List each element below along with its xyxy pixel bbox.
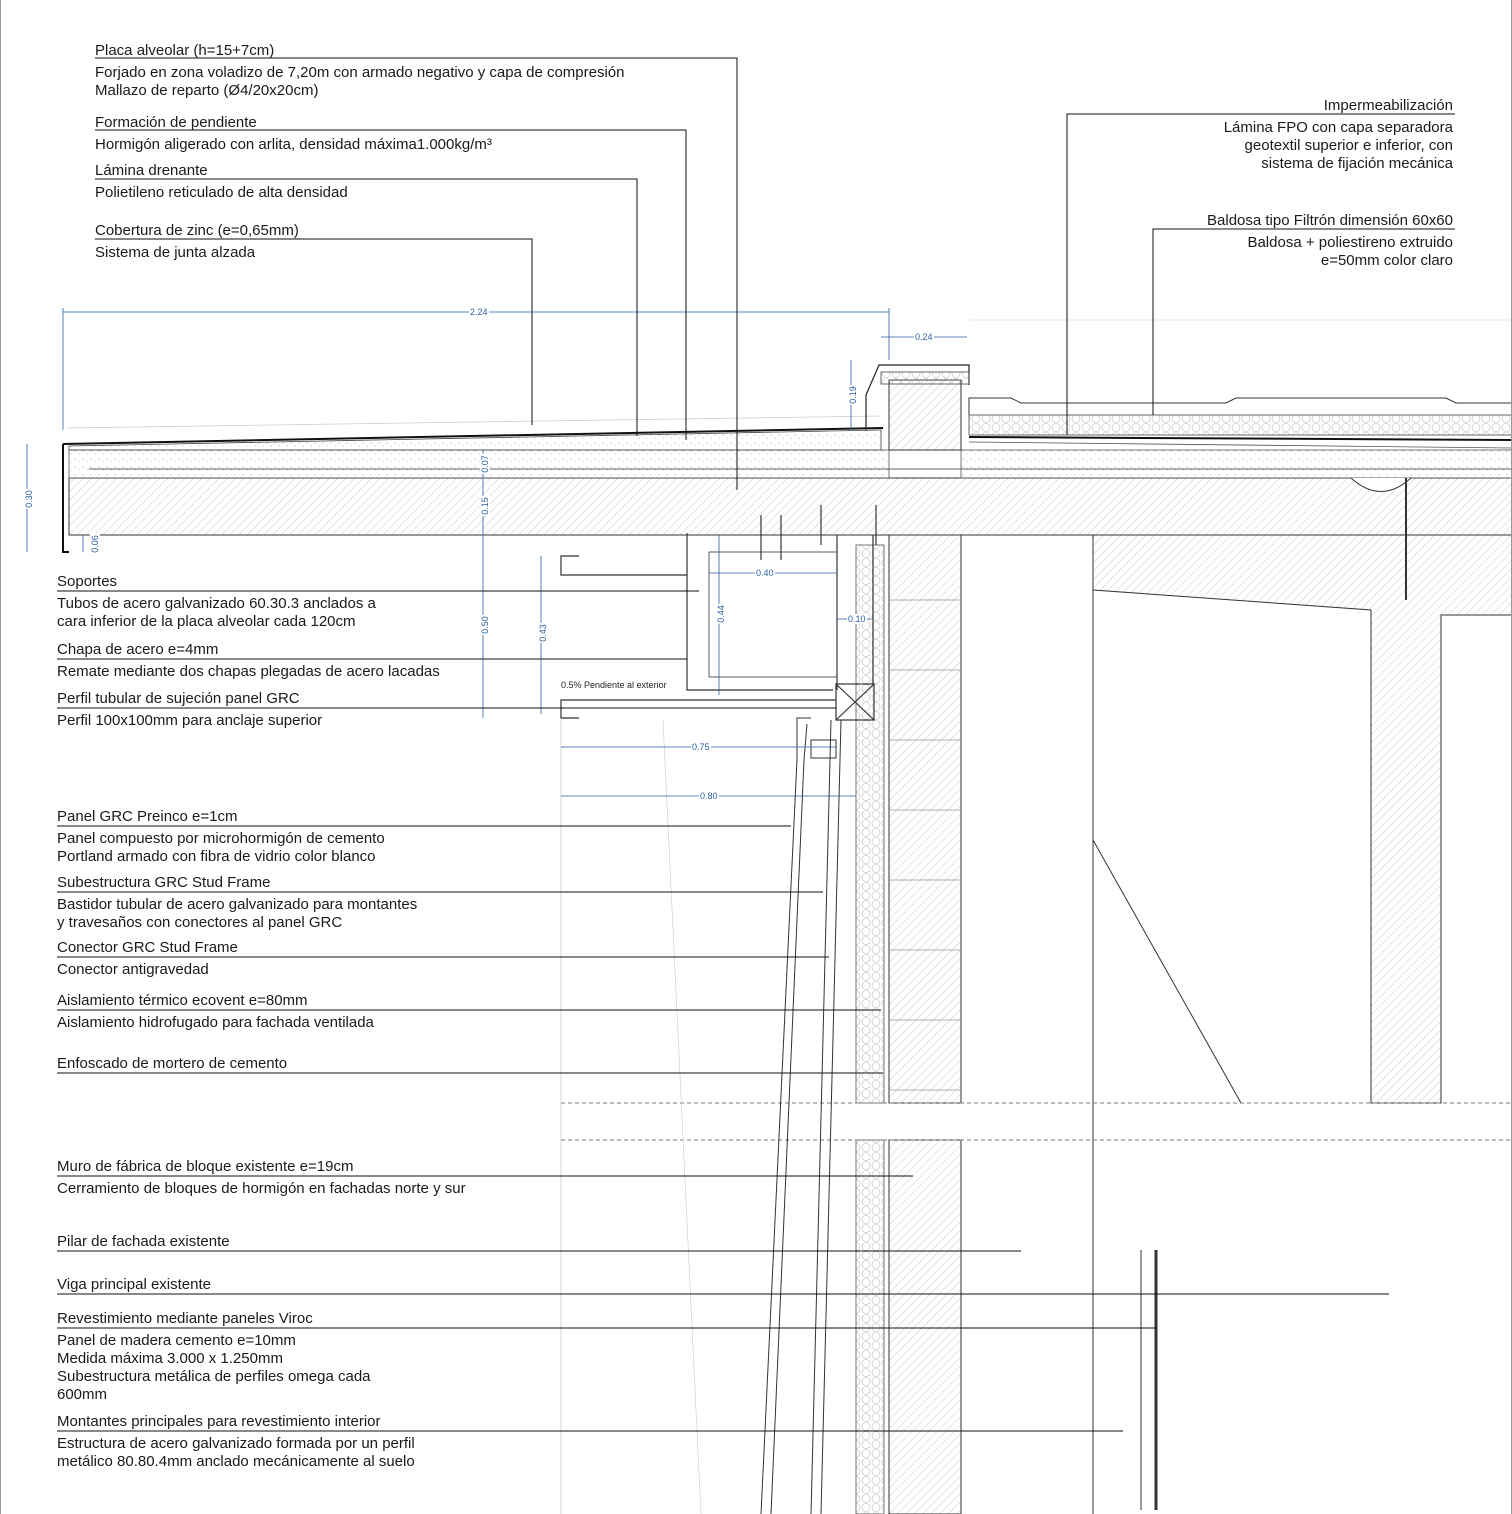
annotation-title: Revestimiento mediante paneles Viroc: [57, 1310, 313, 1327]
annotation-line: Aislamiento hidrofugado para fachada ven…: [57, 1014, 374, 1031]
leader-lines: [57, 57, 1455, 1432]
dim-total-soffit: 0.50: [479, 615, 490, 635]
annotation-line: Perfil 100x100mm para anclaje superior: [57, 712, 323, 729]
annotation-line: Subestructura metálica de perfiles omega…: [57, 1368, 371, 1385]
annotation-left-9: Pilar de fachada existente: [57, 1233, 230, 1255]
annotation-line: Sistema de junta alzada: [95, 244, 256, 261]
dim-gap: 0.10: [847, 614, 867, 624]
annotation-title: Impermeabilización: [1323, 97, 1453, 114]
annotation-line: e=50mm color claro: [1320, 252, 1453, 269]
grc-panel: [760, 717, 811, 1514]
annotation-title: Cobertura de zinc (e=0,65mm): [95, 222, 299, 239]
annotation-line: Cerramiento de bloques de hormigón en fa…: [57, 1180, 466, 1197]
annotation-line: Conector antigravedad: [57, 961, 209, 978]
annotation-title: Formación de pendiente: [95, 114, 257, 131]
annotation-line: Mallazo de reparto (Ø4/20x20cm): [95, 82, 319, 99]
annotation-line: Estructura de acero galvanizado formada …: [57, 1435, 415, 1452]
annotation-title: Baldosa tipo Filtrón dimensión 60x60: [1207, 212, 1453, 229]
tubular-profile: [835, 683, 875, 721]
annotation-line: Tubos de acero galvanizado 60.30.3 ancla…: [57, 595, 376, 612]
zinc-roof: [62, 427, 884, 445]
annotation-title: Panel GRC Preinco e=1cm: [57, 808, 238, 825]
dim-support-height: 0.44: [715, 604, 726, 624]
annotation-line: Portland armado con fibra de vidrio colo…: [57, 848, 376, 865]
dim-facade-offset: 0.80: [699, 791, 719, 801]
annotation-title: Viga principal existente: [57, 1276, 211, 1293]
slope-fill: [68, 429, 882, 451]
annotation-title: Placa alveolar (h=15+7cm): [95, 42, 275, 59]
annotation-top-left-3: Cobertura de zinc (e=0,65mm) Sistema de j…: [95, 222, 299, 262]
slope-note: 0.5% Pendiente al exterior: [561, 680, 667, 690]
parapet: [888, 379, 962, 451]
annotation-line: sistema de fijación mecánica: [1261, 155, 1453, 172]
annotation-line: Bastidor tubular de acero galvanizado pa…: [57, 896, 418, 913]
dim-fascia-height: 0.30: [23, 489, 34, 509]
annotation-title: Aislamiento térmico ecovent e=80mm: [57, 992, 308, 1009]
hollow-core-slab: [68, 477, 1511, 536]
annotation-title: Muro de fábrica de bloque existente e=19…: [57, 1158, 354, 1175]
annotation-line: Polietileno reticulado de alta densidad: [95, 184, 348, 201]
dim-parapet-height: 0.19: [847, 385, 858, 405]
annotation-left-10: Viga principal existente: [57, 1276, 211, 1298]
dim-drip: 0.06: [89, 534, 100, 554]
annotation-line: y travesaños con conectores al panel GRC: [57, 914, 343, 931]
annotation-line: Baldosa + poliestireno extruido: [1247, 234, 1453, 251]
annotation-line: metálico 80.80.4mm anclado mecánicamente…: [57, 1453, 415, 1470]
annotation-line: Lámina FPO con capa separadora: [1223, 119, 1453, 136]
annotation-left-2: Perfil tubular de sujeción panel GRC Perf…: [57, 690, 322, 730]
annotation-title: Conector GRC Stud Frame: [57, 939, 238, 956]
annotation-line: Medida máxima 3.000 x 1.250mm: [57, 1350, 283, 1367]
annotation-title: Perfil tubular de sujeción panel GRC: [57, 690, 300, 707]
dim-compression-layer: 0.07: [479, 454, 490, 474]
annotation-left-12: Montantes principales para revestimiento…: [57, 1413, 415, 1471]
thermal-insulation: [855, 544, 885, 1104]
annotation-line: geotextil superior e inferior, con: [1244, 137, 1453, 154]
annotation-line: Forjado en zona voladizo de 7,20m con ar…: [95, 64, 625, 81]
zinc-fascia: [62, 444, 69, 553]
annotation-title: Pilar de fachada existente: [57, 1233, 230, 1250]
annotation-line: cara inferior de la placa alveolar cada …: [57, 613, 356, 630]
annotation-line: Remate mediante dos chapas plegadas de a…: [57, 663, 440, 680]
dim-flashing: 0.43: [537, 623, 548, 643]
annotation-line: Panel compuesto por microhormigón de cem…: [57, 830, 385, 847]
block-wall: [888, 534, 962, 1104]
annotation-line: Hormigón aligerado con arlita, densidad …: [95, 136, 492, 153]
annotation-top-left-0: Placa alveolar (h=15+7cm) Forjado en zona…: [95, 42, 625, 100]
filtron-tiles: [968, 397, 1511, 415]
annotation-title: Lámina drenante: [95, 162, 208, 179]
annotation-line: Panel de madera cemento e=10mm: [57, 1332, 296, 1349]
terrace-insulation: [968, 414, 1511, 436]
annotation-title: Enfoscado de mortero de cemento: [57, 1055, 288, 1072]
dim-slab: 0.15: [479, 496, 490, 516]
annotation-title: Chapa de acero e=4mm: [57, 641, 219, 658]
dim-support-width: 0.40: [755, 568, 775, 578]
dim-total-cantilever: 2.24: [469, 307, 489, 317]
steel-flashing: [560, 533, 688, 576]
annotation-left-8: Muro de fábrica de bloque existente e=19…: [57, 1158, 466, 1198]
dim-parapet-width: 0.24: [914, 332, 934, 342]
compression-layer: [68, 449, 890, 479]
dim-soffit-width: 0.75: [691, 742, 711, 752]
annotation-line: 600mm: [57, 1386, 108, 1403]
annotation-title: Soportes: [57, 573, 118, 590]
annotation-left-7: Enfoscado de mortero de cemento: [57, 1055, 287, 1077]
annotation-title: Montantes principales para revestimiento…: [57, 1413, 381, 1430]
existing-beam: [1092, 534, 1511, 1104]
annotation-title: Subestructura GRC Stud Frame: [57, 874, 271, 891]
